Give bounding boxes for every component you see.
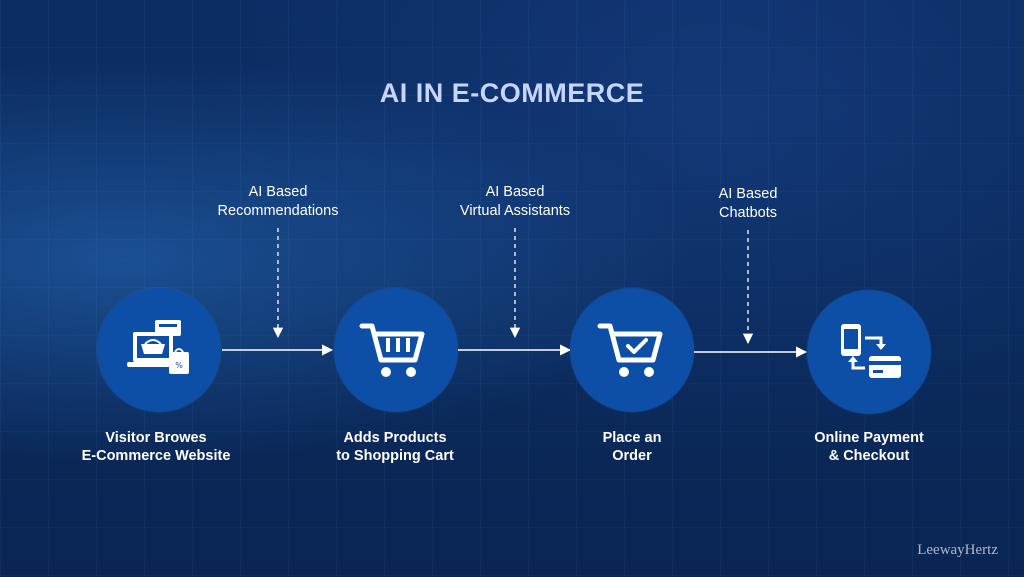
ai-label-line: AI Based xyxy=(718,186,778,202)
ai-label-line: Virtual Assistants xyxy=(459,203,571,219)
step-label-line: Online Payment xyxy=(814,430,924,446)
ai-label-line: Recommendations xyxy=(217,203,339,219)
ai-label-chatbots: AI Based Chatbots xyxy=(648,185,848,223)
step-label-add-to-cart: Adds Products to Shopping Cart xyxy=(285,429,505,465)
step-label-line: Place an xyxy=(602,430,662,446)
step-label-line: & Checkout xyxy=(828,448,910,464)
step-label-line: to Shopping Cart xyxy=(336,448,454,464)
ai-label-virtual-assistants: AI Based Virtual Assistants xyxy=(415,183,615,221)
step-label-place-order: Place an Order xyxy=(522,429,742,465)
ai-label-line: AI Based xyxy=(248,184,308,200)
cart-check-icon xyxy=(597,323,663,377)
phone-card-payment-icon xyxy=(841,324,901,378)
step-circle-place-order xyxy=(570,288,694,412)
step-circle-add-to-cart xyxy=(334,288,458,412)
ai-label-line: Chatbots xyxy=(718,205,778,221)
ai-label-recommendations: AI Based Recommendations xyxy=(178,183,378,221)
step-label-line: E-Commerce Website xyxy=(81,448,231,464)
shopping-cart-icon xyxy=(359,323,425,377)
step-label-line: Order xyxy=(612,448,652,464)
step-label-line: Adds Products xyxy=(343,430,447,446)
svg-text:%: % xyxy=(175,361,183,370)
step-circle-browse: % xyxy=(97,288,221,412)
storefront-laptop-icon: % xyxy=(127,320,189,374)
step-circle-payment xyxy=(807,290,931,414)
step-label-line: Visitor Browes xyxy=(105,430,207,446)
brand-watermark: LeewayHertz xyxy=(917,542,998,558)
step-label-browse: Visitor Browes E-Commerce Website xyxy=(46,429,266,465)
ai-label-line: AI Based xyxy=(485,184,545,200)
step-label-payment: Online Payment & Checkout xyxy=(759,429,979,465)
diagram-title: AI IN E-COMMERCE xyxy=(379,78,645,108)
